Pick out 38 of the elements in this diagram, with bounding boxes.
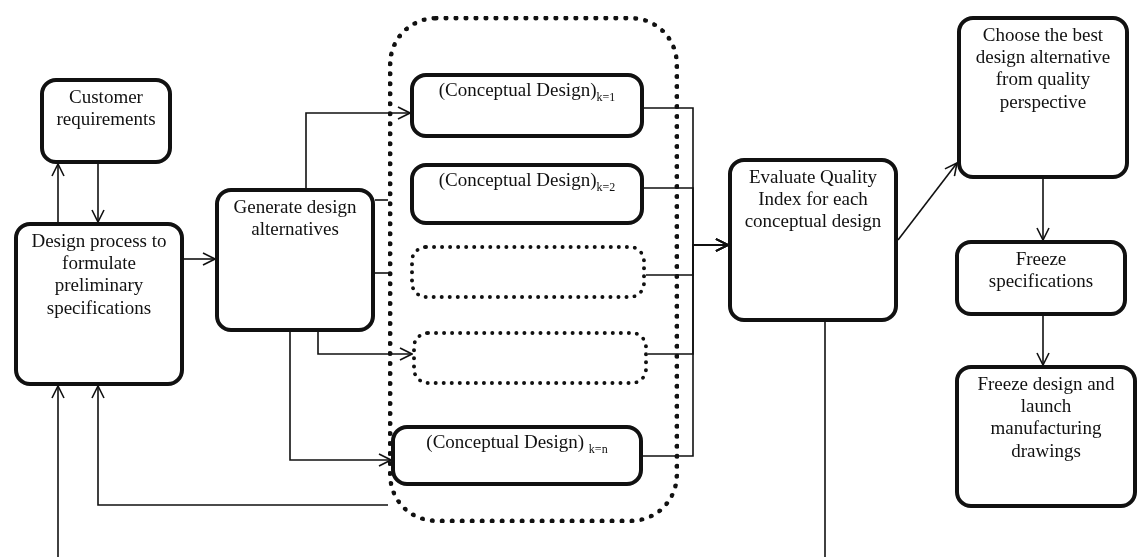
placeholder-box <box>410 245 646 299</box>
connector-line <box>374 199 389 201</box>
arrow <box>1036 178 1050 241</box>
placeholder-box <box>412 331 648 385</box>
dotted-group-frame <box>388 16 679 523</box>
arrow <box>897 162 958 241</box>
connector-line <box>824 321 826 557</box>
process-box <box>955 365 1137 508</box>
arrow <box>91 385 389 506</box>
arrow <box>183 252 216 266</box>
concept-box <box>391 425 643 486</box>
arrow <box>51 385 65 557</box>
arrow <box>317 331 413 361</box>
arrow <box>51 163 65 223</box>
process-box <box>957 16 1129 179</box>
box-label: (Conceptual Design)$_{k=2}$ <box>438 169 616 194</box>
process-box <box>40 78 172 164</box>
box-label: Evaluate Quality Index for each conceptual design <box>743 166 883 233</box>
box-label: (Conceptual Design)$_{k=1}$ <box>438 79 616 104</box>
arrow <box>91 163 105 223</box>
concept-box <box>410 73 644 138</box>
box-label: Customer requirements <box>55 86 157 131</box>
box-label: Freeze specifications <box>987 248 1095 293</box>
box-label: Design process to formulate preliminary specifications <box>30 230 168 319</box>
process-box <box>728 158 898 322</box>
concept-box <box>410 163 644 225</box>
process-box <box>955 240 1127 316</box>
process-box <box>14 222 184 386</box>
box-label: Generate design alternatives <box>232 196 358 241</box>
connector-line <box>374 272 389 274</box>
box-label: Freeze design and launch manufacturing drawings <box>976 373 1116 462</box>
arrow <box>289 331 392 467</box>
box-label: Choose the best design alternative from quality perspective <box>974 24 1112 113</box>
arrow <box>1036 315 1050 366</box>
arrow <box>305 106 411 189</box>
arrow <box>642 238 729 457</box>
box-label: (Conceptual Design) $_{k=n}$ <box>426 431 608 456</box>
process-box <box>215 188 375 332</box>
